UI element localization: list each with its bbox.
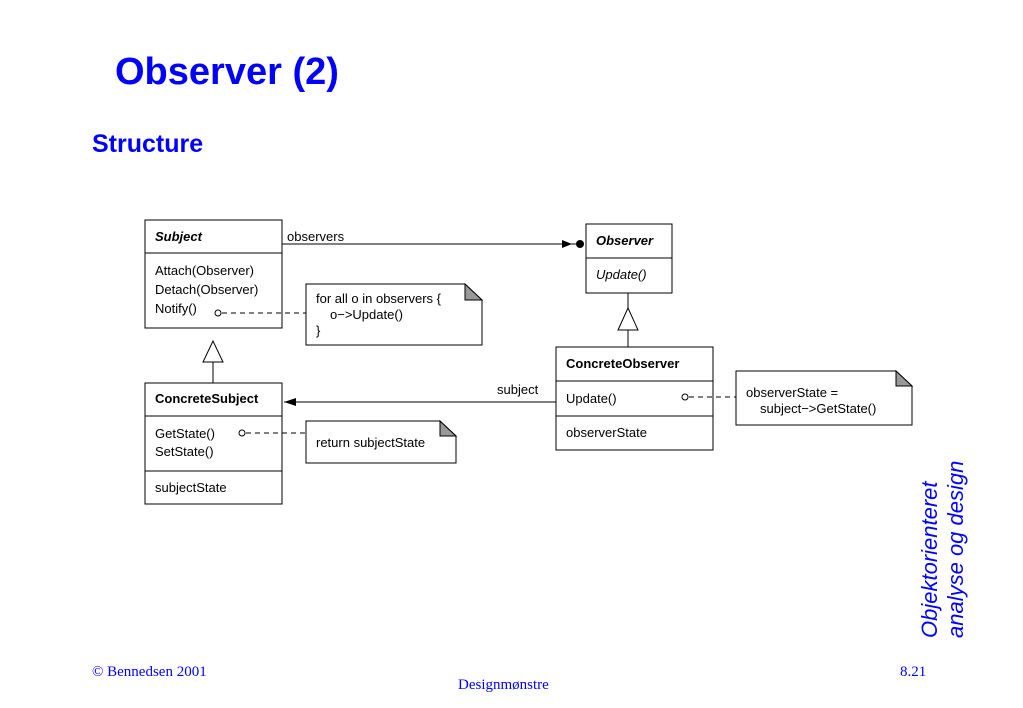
concrete-observer-class: ConcreteObserver Update() observerState (555, 346, 714, 451)
subject-op-detach: Detach(Observer) (155, 282, 258, 297)
side-course-title-line2: analyse og design (942, 460, 968, 638)
update-note-line1: observerState = (746, 385, 838, 400)
slide-title: Observer (2) (115, 51, 339, 93)
subject-label: subject (497, 382, 539, 397)
concrete-subject-op-setstate: SetState() (155, 444, 214, 459)
notify-note-line1: for all o in observers { (316, 291, 442, 306)
notify-note-connector (214, 309, 306, 317)
footer-slide-number: 8.21 (900, 664, 927, 680)
concrete-observer-class-name: ConcreteObserver (566, 356, 679, 371)
concrete-observer-op-update: Update() (566, 391, 617, 406)
concrete-subject-class-name: ConcreteSubject (155, 391, 259, 406)
observers-association: observers (282, 229, 584, 248)
observer-class-name: Observer (596, 233, 654, 248)
subject-association: subject (284, 382, 556, 406)
side-course-title: Objektorienteret analyse og design (917, 461, 969, 638)
observer-generalization (617, 293, 639, 347)
side-course-title-line1: Objektorienteret (917, 481, 942, 638)
update-note: observerState = subject−>GetState() (735, 369, 914, 426)
observers-label: observers (287, 229, 345, 244)
concrete-subject-attr-subjectstate: subjectState (155, 480, 227, 495)
slide-subtitle: Structure (92, 130, 204, 158)
observer-class: Observer Update() (585, 223, 673, 294)
notify-note-line3: } (316, 323, 321, 338)
concrete-subject-class: ConcreteSubject GetState() SetState() su… (144, 382, 283, 505)
notify-note: for all o in observers { o−>Update() } (305, 282, 484, 346)
getstate-note-text: return subjectState (316, 435, 425, 450)
update-note-connector (681, 393, 736, 401)
note-corner-fold (439, 419, 458, 437)
getstate-note: return subjectState (305, 419, 458, 464)
notify-note-line2: o−>Update() (330, 307, 403, 322)
note-corner-fold (895, 369, 914, 387)
observer-op-update: Update() (596, 267, 647, 282)
footer-copyright: © Bennedsen 2001 (92, 664, 207, 680)
subject-op-attach: Attach(Observer) (155, 263, 254, 278)
subject-class: Subject Attach(Observer) Detach(Observer… (144, 219, 283, 329)
subject-op-notify: Notify() (155, 301, 197, 316)
update-note-line2: subject−>GetState() (760, 401, 876, 416)
getstate-note-connector (238, 429, 306, 437)
subject-generalization (202, 339, 224, 383)
concrete-subject-op-getstate: GetState() (155, 426, 215, 441)
concrete-observer-attr-observerstate: observerState (566, 425, 647, 440)
subject-class-name: Subject (155, 229, 203, 244)
footer-topic: Designmønstre (458, 677, 549, 693)
note-corner-fold (464, 282, 484, 301)
